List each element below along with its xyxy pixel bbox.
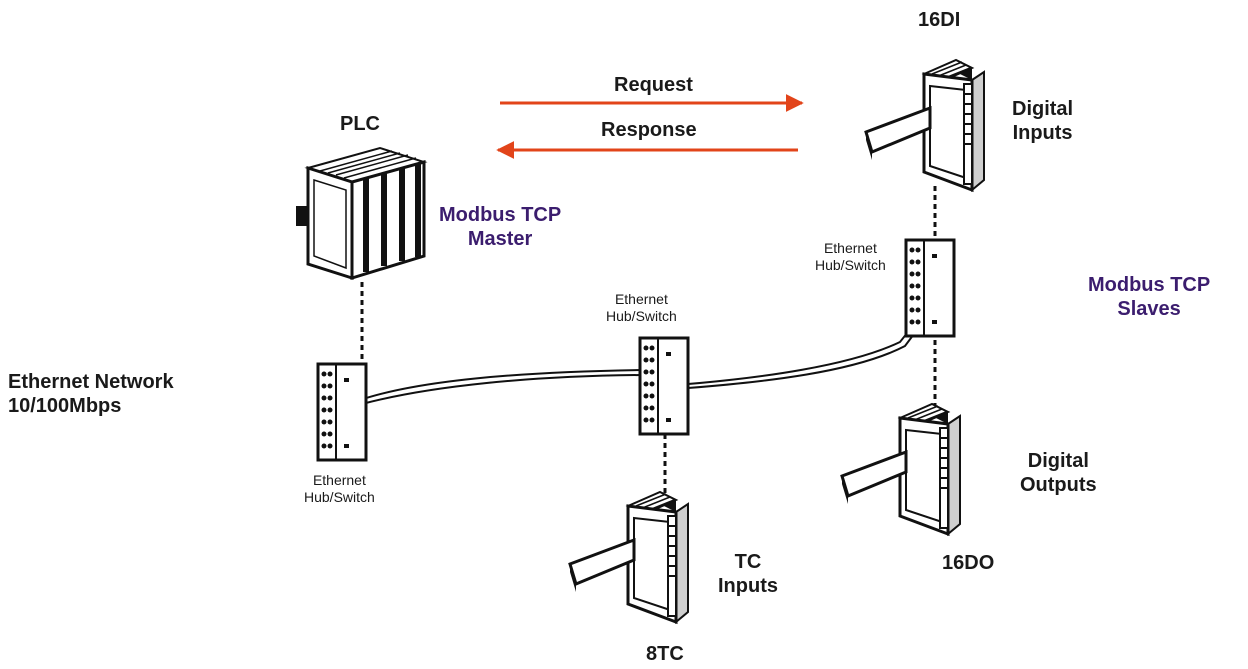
label-8tc: 8TC bbox=[646, 643, 684, 665]
ethernet-switch-icon bbox=[316, 362, 368, 462]
io-module-icon bbox=[568, 490, 690, 624]
label-digital-inputs: Digital Inputs bbox=[1012, 98, 1074, 144]
label-16di: 16DI bbox=[918, 9, 961, 31]
ethernet-switch-icon bbox=[638, 336, 690, 436]
drop-cables bbox=[360, 186, 937, 498]
label-switch-middle: Ethernet Hub/Switch bbox=[606, 291, 677, 324]
label-request: Request bbox=[614, 74, 693, 96]
label-ethernet-network: Ethernet Network 10/100Mbps bbox=[8, 371, 174, 417]
label-modbus-master: Modbus TCP Master bbox=[439, 204, 562, 250]
label-digital-outputs: Digital Outputs bbox=[1020, 450, 1097, 496]
io-module-icon bbox=[840, 402, 962, 536]
label-16do: 16DO bbox=[942, 552, 995, 574]
label-response: Response bbox=[601, 119, 697, 141]
label-switch-right: Ethernet Hub/Switch bbox=[815, 240, 886, 273]
io-module-icon bbox=[864, 58, 986, 192]
label-tc-inputs: TC Inputs bbox=[718, 551, 778, 597]
label-modbus-slaves: Modbus TCP Slaves bbox=[1088, 274, 1211, 320]
plc-rack-icon bbox=[296, 148, 424, 278]
label-plc: PLC bbox=[340, 113, 380, 135]
label-switch-left: Ethernet Hub/Switch bbox=[304, 472, 375, 505]
network-trunk bbox=[359, 297, 939, 405]
ethernet-switch-icon bbox=[904, 238, 956, 338]
